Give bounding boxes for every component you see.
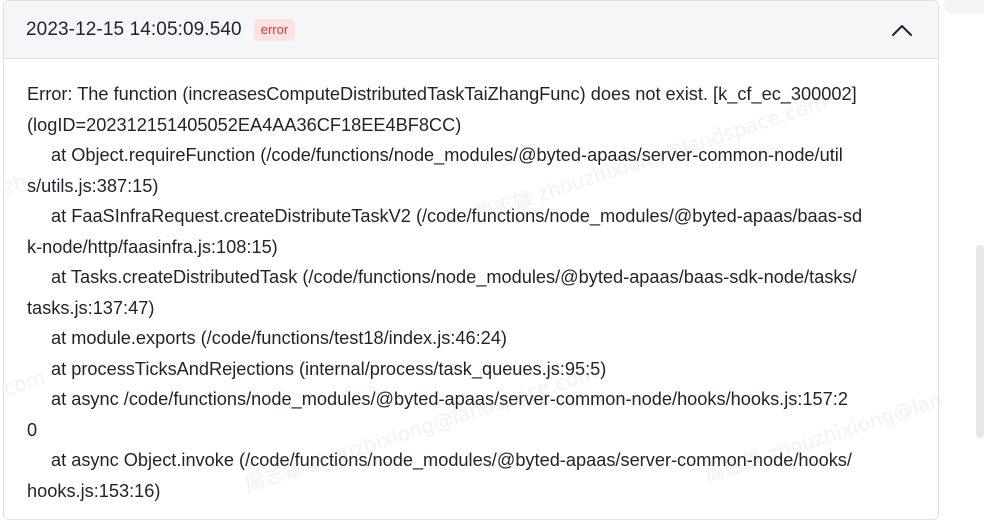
log-line: s/utils.js:387:15) xyxy=(27,175,159,196)
scrollbar-thumb[interactable] xyxy=(976,245,984,438)
log-line: hooks.js:153:16) xyxy=(27,480,161,501)
log-message: Error: The function (increasesComputeDis… xyxy=(4,59,938,506)
collapse-button[interactable] xyxy=(888,16,916,44)
log-line: at module.exports (/code/functions/test1… xyxy=(51,328,507,348)
log-entry-header[interactable]: 2023-12-15 14:05:09.540 error xyxy=(4,1,938,59)
log-line: at async Object.invoke (/code/functions/… xyxy=(51,450,852,470)
log-level-badge: error xyxy=(253,18,296,41)
log-timestamp: 2023-12-15 14:05:09.540 xyxy=(26,18,242,40)
log-line: at async /code/functions/node_modules/@b… xyxy=(51,389,848,409)
log-line: at Tasks.createDistributedTask (/code/fu… xyxy=(51,267,857,287)
log-line: (logID=202312151405052EA4AA36CF18EE4BF8C… xyxy=(27,114,462,135)
log-line: at FaaSInfraRequest.createDistributeTask… xyxy=(51,206,863,226)
log-line: Error: The function (increasesComputeDis… xyxy=(27,84,857,104)
log-entry-panel: 2023-12-15 14:05:09.540 error Error: The… xyxy=(3,0,939,520)
chevron-up-icon xyxy=(892,24,912,36)
log-line: k-node/http/faasinfra.js:108:15) xyxy=(27,236,278,257)
log-line: tasks.js:137:47) xyxy=(27,297,155,318)
background-card-edge xyxy=(944,0,984,14)
log-line: at processTicksAndRejections (internal/p… xyxy=(51,358,607,379)
log-line: 0 xyxy=(27,419,38,440)
log-line: at Object.requireFunction (/code/functio… xyxy=(51,145,843,165)
